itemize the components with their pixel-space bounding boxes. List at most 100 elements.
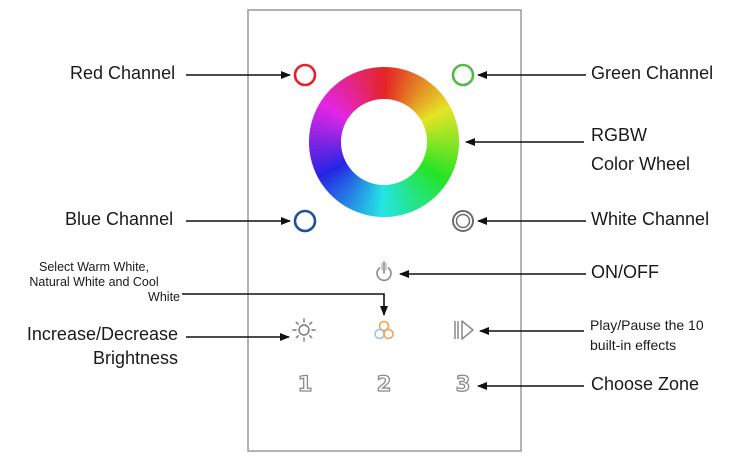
color-wheel-segment[interactable] — [412, 86, 438, 112]
color-wheel-segment[interactable] — [352, 181, 369, 213]
color-wheel-segment[interactable] — [333, 173, 357, 201]
blue-channel-button-icon[interactable] — [293, 209, 317, 233]
color-wheel-segment[interactable] — [380, 66, 385, 100]
color-wheel-segment[interactable] — [409, 81, 432, 109]
color-wheel-segment[interactable] — [360, 182, 373, 215]
red-channel-button-icon[interactable] — [293, 63, 317, 87]
color-wheel-segment[interactable] — [386, 67, 393, 100]
color-wheel-segment[interactable] — [426, 146, 459, 155]
color-wheel-segment[interactable] — [405, 77, 426, 107]
color-wheel-segment[interactable] — [421, 104, 452, 123]
zone-3-button[interactable]: 3 — [455, 371, 471, 396]
color-wheel-segment[interactable] — [313, 110, 345, 127]
color-wheel-segment[interactable] — [390, 67, 401, 101]
green-channel-button-icon[interactable] — [451, 63, 475, 87]
color-wheel-segment[interactable] — [414, 170, 440, 196]
color-wheel-segment[interactable] — [425, 150, 458, 162]
white-channel-button-icon[interactable] — [452, 210, 474, 232]
color-wheel-segment[interactable] — [396, 182, 411, 214]
color-wheel-segment[interactable] — [390, 184, 400, 217]
power-icon[interactable] — [376, 261, 392, 282]
color-wheel-segment[interactable] — [388, 184, 396, 217]
color-wheel-segment[interactable] — [388, 67, 397, 100]
white-select-circles-icon[interactable] — [374, 320, 394, 340]
color-wheel-segment[interactable] — [364, 68, 376, 101]
color-wheel-segment[interactable] — [421, 161, 451, 181]
zone-1-button[interactable]: 1 — [297, 371, 313, 396]
zone-2-button[interactable]: 2 — [376, 371, 392, 396]
color-wheel-segment[interactable] — [309, 148, 342, 158]
color-wheel-segment[interactable] — [426, 126, 459, 136]
color-wheel-segment[interactable] — [417, 94, 446, 117]
color-wheel-segment[interactable] — [310, 122, 343, 134]
color-wheel-segment[interactable] — [353, 71, 369, 103]
color-wheel-segment[interactable] — [368, 67, 378, 100]
color-wheel-segment[interactable] — [312, 114, 344, 129]
color-wheel-segment[interactable] — [357, 70, 372, 102]
color-wheel-segment[interactable] — [424, 118, 457, 132]
color-wheel-segment[interactable] — [349, 180, 367, 211]
color-wheel-segment[interactable] — [309, 125, 343, 136]
color-wheel-segment[interactable] — [426, 138, 459, 143]
color-wheel-segment[interactable] — [383, 184, 388, 217]
color-wheel-segment[interactable] — [317, 103, 347, 123]
color-wheel-segment[interactable] — [312, 154, 344, 169]
color-wheel-segment[interactable] — [399, 181, 415, 213]
color-wheel-segment[interactable] — [379, 184, 384, 217]
color-wheel-segment[interactable] — [426, 142, 459, 147]
color-wheel-segment[interactable] — [356, 182, 371, 214]
color-wheel-segment[interactable] — [360, 69, 374, 102]
color-wheel-segment[interactable] — [426, 144, 459, 151]
color-wheel-segment[interactable] — [424, 153, 457, 166]
color-wheel-segment[interactable] — [418, 165, 447, 187]
color-wheel-segment[interactable] — [375, 184, 382, 217]
color-wheel-segment[interactable] — [410, 173, 435, 201]
color-wheel-segment[interactable] — [423, 157, 455, 174]
color-wheel-segment[interactable] — [424, 115, 456, 130]
color-wheel-segment[interactable] — [403, 179, 422, 210]
color-wheel-segment[interactable] — [405, 178, 425, 208]
color-wheel-segment[interactable] — [339, 176, 361, 205]
play-pause-icon[interactable] — [454, 320, 474, 340]
color-wheel-segment[interactable] — [319, 100, 349, 121]
color-wheel-segment[interactable] — [384, 67, 389, 100]
color-wheel-segment[interactable] — [409, 175, 432, 204]
color-wheel-segment[interactable] — [321, 97, 350, 119]
color-wheel-segment[interactable] — [419, 163, 449, 184]
color-wheel-segment[interactable] — [395, 69, 408, 102]
color-wheel-segment[interactable] — [412, 172, 438, 199]
color-wheel-segment[interactable] — [407, 176, 429, 206]
color-wheel-segment[interactable] — [392, 183, 404, 216]
color-wheel-segment[interactable] — [371, 184, 380, 217]
color-wheel-segment[interactable] — [309, 146, 342, 154]
color-wheel-segment[interactable] — [420, 101, 450, 121]
color-wheel-segment[interactable] — [415, 169, 443, 193]
color-wheel-segment[interactable] — [323, 94, 351, 117]
color-wheel-segment[interactable] — [349, 73, 367, 104]
color-wheel-segment[interactable] — [426, 130, 459, 138]
color-wheel-segment[interactable] — [418, 97, 448, 119]
color-wheel-segment[interactable] — [336, 175, 359, 203]
color-wheel-segment[interactable] — [401, 73, 419, 104]
color-wheel-segment[interactable] — [309, 133, 342, 140]
color-wheel-segment[interactable] — [328, 88, 354, 114]
color-wheel-segment[interactable] — [310, 150, 343, 162]
color-wheel-segment[interactable] — [415, 91, 443, 116]
color-wheel-segment[interactable] — [313, 157, 345, 173]
color-wheel-segment[interactable] — [311, 152, 344, 166]
color-wheel-segment[interactable] — [397, 70, 412, 102]
color-wheel-segment[interactable] — [407, 79, 429, 108]
rgbw-color-wheel[interactable] — [309, 66, 459, 217]
color-wheel-segment[interactable] — [309, 129, 342, 138]
color-wheel-segment[interactable] — [330, 172, 356, 198]
color-wheel-segment[interactable] — [315, 159, 346, 177]
color-wheel-segment[interactable] — [322, 167, 351, 190]
color-wheel-segment[interactable] — [425, 148, 459, 159]
color-wheel-segment[interactable] — [343, 76, 363, 106]
color-wheel-segment[interactable] — [367, 183, 378, 217]
color-wheel-segment[interactable] — [425, 122, 458, 134]
color-wheel-segment[interactable] — [422, 159, 453, 177]
color-wheel-segment[interactable] — [399, 71, 416, 103]
color-wheel-segment[interactable] — [346, 74, 365, 105]
color-wheel-segment[interactable] — [339, 78, 361, 108]
